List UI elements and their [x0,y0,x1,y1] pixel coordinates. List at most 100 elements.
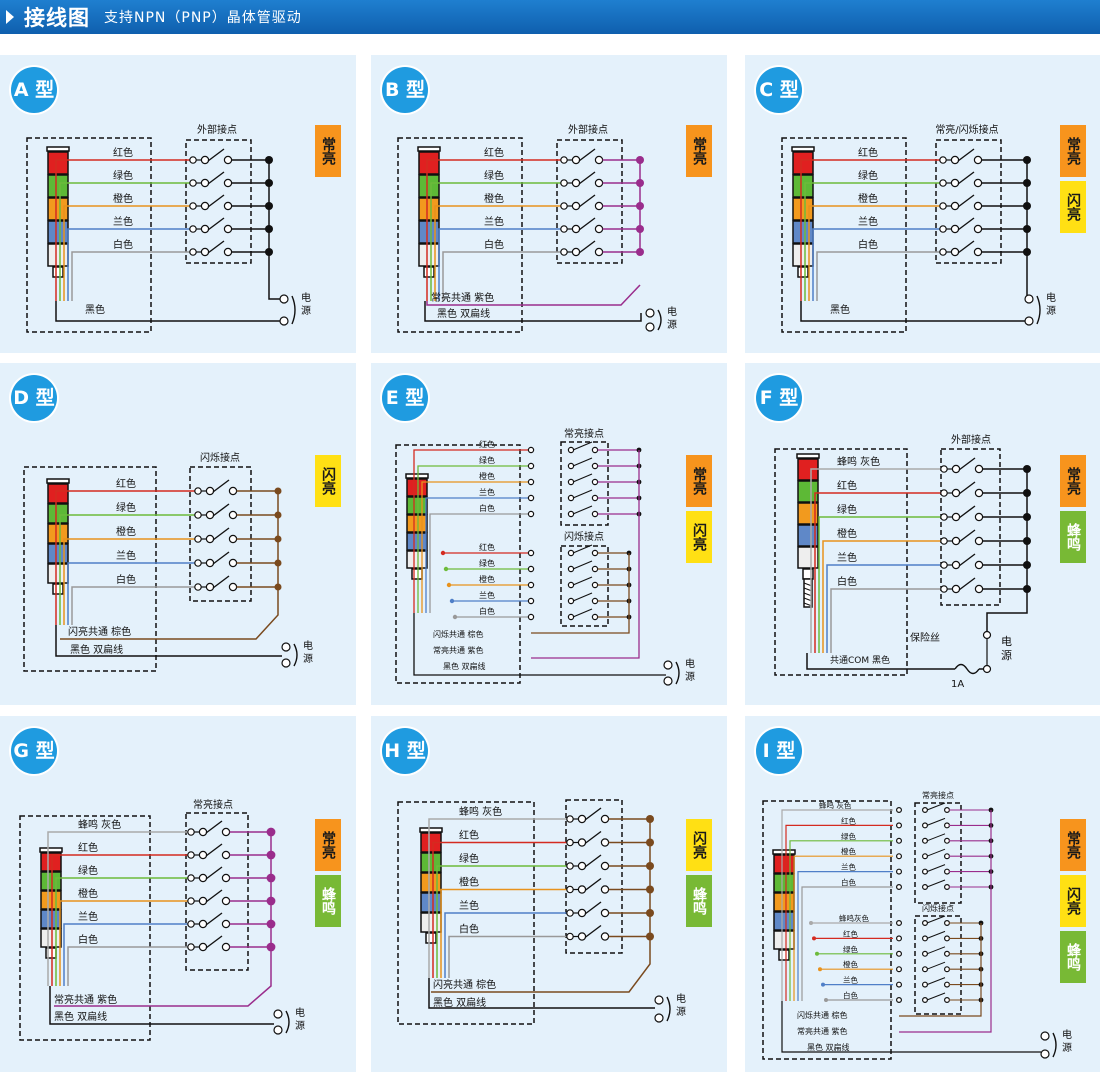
power-bracket [675,661,680,685]
switch-contact [974,536,984,546]
wire-label-white: 白色 [479,503,495,513]
wire-terminal [566,838,574,847]
switch-contact [205,534,215,544]
wire-terminal [939,248,947,256]
power-terminal [654,995,664,1005]
switch-blade [584,830,602,845]
wire-green [804,182,941,301]
switch-contact [594,224,604,234]
mode-tag-yellow: 闪亮 [1060,181,1086,233]
wire-label-green: 绿色 [837,503,857,516]
wire-black [413,613,666,676]
lamp-segment [418,220,440,244]
wire-green [789,840,893,1001]
wire-label-gray: 蜂鸣 灰色 [819,800,852,810]
power-bracket [293,643,298,667]
page-subtitle: 支持NPN（PNP）晶体管驱动 [104,10,302,26]
switch-contact [600,885,610,894]
wire-terminal [896,837,903,844]
switch-contact [944,981,951,988]
wire-label-red: 红色 [113,146,133,159]
wire-white [67,946,189,986]
lamp-box [397,137,523,333]
wire-terminal [566,909,574,917]
switch-contact [944,884,951,891]
power-label: 源 [1062,1041,1072,1054]
wire-purple [426,284,641,306]
mode-tag-yellow: 闪亮 [1060,875,1086,927]
switch-contact [922,884,929,891]
switch-contact [577,814,587,824]
switch-blade [207,148,225,162]
wire-terminal [939,202,947,210]
wire-terminal [527,613,535,621]
lamp-segment [47,563,69,584]
switch-blade [957,194,975,208]
wire-orange [63,538,196,625]
power-label: 源 [667,318,677,331]
switch-contact [205,582,215,592]
wire-terminal [194,511,202,519]
wiring-diagram: 蜂鸣 灰色红色绿色橙色兰色白色闪亮共通 棕色黑色 双扁线电源 [397,799,686,1025]
mode-tag-orange: 常亮 [315,125,341,177]
power-label: 源 [676,1005,686,1018]
switch-blade [205,820,223,834]
bottom-label: 闪亮共通 棕色 [68,625,131,638]
wire-blue [67,562,196,625]
switch-contact [974,488,984,498]
mode-tag-yellow: 闪亮 [315,455,341,507]
switch-contact [950,224,960,234]
wire-terminal [566,862,574,870]
wire-label-gray: 蜂鸣 灰色 [78,818,121,831]
wire-terminal [194,559,202,567]
bottom-label: 常亮共通 紫色 [431,291,494,304]
switch-contact [922,981,929,988]
lamp-base [423,266,435,278]
wire-splice [824,998,828,1002]
wire-gray [47,831,189,986]
mode-tag-yellow: 闪亮 [686,819,712,871]
wire-terminal [939,179,947,187]
wire-label-white: 白色 [858,238,878,251]
switch-contact [591,446,599,454]
wire-terminal [940,585,948,593]
switch-blade [926,930,946,939]
switch-contact [951,584,961,594]
switch-contact [944,920,951,927]
switch-contact [567,462,575,470]
wire-brown [531,553,630,634]
wire-orange [440,888,568,978]
wire-label-orange: 橙色 [484,192,504,205]
switch-blade [584,901,602,915]
switch-contact [198,942,208,952]
switch-blade [205,912,223,926]
wire-white [816,251,941,301]
switch-blade [578,240,596,254]
wire-terminal [194,487,202,495]
switch-contact [571,178,581,188]
switch-contact [922,935,929,942]
switch-contact [944,868,951,875]
switch-contact [567,446,575,454]
type-badge: A 型 [11,67,57,113]
switch-blade [207,217,225,231]
wire-gray [810,468,942,653]
switch-blade [926,848,946,857]
wire-terminal [939,225,947,233]
wire-brown [899,923,982,1017]
wire-green [417,465,529,613]
wire-orange [59,900,189,986]
switch-blade [958,553,976,567]
switch-contact [200,247,210,257]
lamp-segment [47,543,69,564]
switch-contact [228,510,238,520]
type-badge: H 型 [382,728,428,774]
switch-blade [578,194,596,208]
wire-terminal [560,179,568,187]
switch-contact [973,224,983,234]
switch-contact [973,247,983,257]
wire-terminal [189,156,197,164]
wire-terminal [896,806,903,813]
switch-contact [951,560,961,570]
header-arrow-icon [6,10,14,24]
